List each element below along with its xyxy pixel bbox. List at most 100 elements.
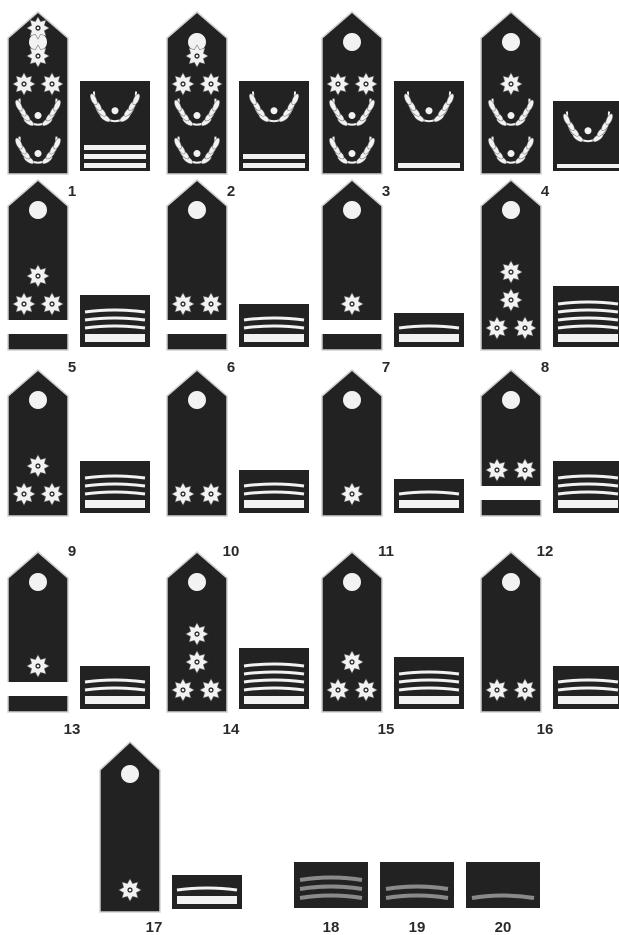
- shoulder-board: [321, 180, 383, 350]
- shoulder-board: [167, 552, 227, 712]
- sleeve-stripe: [84, 145, 146, 150]
- sleeve-stripe: [85, 696, 145, 704]
- sleeve-stripe: [558, 696, 618, 704]
- board-button: [188, 573, 206, 591]
- rank-item: 15: [322, 552, 464, 738]
- shoulder-board: [167, 370, 227, 516]
- sleeve-stripe: [399, 500, 459, 508]
- rank-item: 16: [481, 552, 619, 738]
- sleeve-stripe: [399, 334, 459, 342]
- rank-item: 8: [481, 180, 619, 376]
- board-button: [188, 391, 206, 409]
- sleeve-insignia: [80, 295, 150, 347]
- star-icon: [27, 45, 49, 67]
- sleeve-insignia: [239, 470, 309, 513]
- rank-patch: 19: [380, 862, 454, 935]
- rank-number-label: 16: [537, 721, 554, 738]
- sleeve-insignia: [239, 304, 309, 347]
- board-white-bar: [321, 320, 383, 334]
- sleeve-stripe: [243, 154, 305, 159]
- star-icon: [13, 483, 35, 505]
- rank-item: 7: [321, 180, 464, 376]
- star-icon: [172, 73, 194, 95]
- board-white-bar: [480, 486, 542, 500]
- sleeve-insignia: [80, 81, 150, 171]
- sleeve-stripe: [85, 500, 145, 508]
- board-button: [121, 765, 139, 783]
- star-icon: [327, 679, 349, 701]
- sleeve-stripe: [177, 896, 237, 904]
- board-button: [502, 201, 520, 219]
- sleeve-insignia: [553, 286, 619, 347]
- board-button: [502, 33, 520, 51]
- star-icon: [186, 623, 208, 645]
- star-icon: [27, 655, 49, 677]
- star-icon: [172, 679, 194, 701]
- star-icon: [355, 679, 377, 701]
- rank-number-label: 9: [68, 543, 76, 560]
- board-button: [29, 201, 47, 219]
- star-icon: [200, 73, 222, 95]
- sleeve-insignia: [80, 461, 150, 513]
- star-icon: [172, 293, 194, 315]
- rank-item: 17: [100, 742, 242, 935]
- rank-number-label: 3: [382, 183, 390, 200]
- rank-number-label: 6: [227, 359, 235, 376]
- board-button: [502, 391, 520, 409]
- shoulder-board: [322, 552, 382, 712]
- board-white-bar: [7, 320, 69, 334]
- board-button: [343, 391, 361, 409]
- rank-item: 9: [8, 370, 150, 560]
- rank-item: 11: [322, 370, 464, 560]
- rank-number-label: 13: [64, 721, 81, 738]
- shoulder-board: [8, 370, 68, 516]
- sleeve-stripe: [85, 334, 145, 342]
- sleeve-insignia: [394, 81, 464, 171]
- board-button: [29, 573, 47, 591]
- rank-item: 5: [7, 180, 150, 376]
- sleeve-insignia: [553, 101, 619, 171]
- sleeve-stripe: [557, 164, 619, 168]
- rank-number-label: 10: [223, 543, 240, 560]
- shoulder-board: [481, 552, 541, 712]
- sleeve-stripe: [558, 500, 618, 508]
- sleeve-stripe: [243, 163, 305, 168]
- sleeve-stripe: [244, 696, 304, 704]
- star-icon: [119, 879, 141, 901]
- star-icon: [41, 293, 63, 315]
- rank-number-label: 11: [378, 543, 394, 560]
- rank-item: 3: [322, 12, 464, 200]
- rank-item: 4: [481, 12, 619, 200]
- shoulder-board: [167, 12, 227, 174]
- board-button: [502, 573, 520, 591]
- shoulder-board: [481, 12, 541, 174]
- star-icon: [341, 651, 363, 673]
- sleeve-insignia: [394, 657, 464, 709]
- sleeve-insignia: [239, 648, 309, 709]
- sleeve-stripe: [244, 500, 304, 508]
- rank-item: 13: [7, 552, 150, 738]
- star-icon: [200, 483, 222, 505]
- rank-number-label: 20: [495, 919, 512, 935]
- rank-item: 6: [166, 180, 309, 376]
- shoulder-board: [480, 370, 542, 516]
- rank-number-label: 12: [537, 543, 554, 560]
- star-icon: [500, 73, 522, 95]
- board-button: [343, 573, 361, 591]
- sleeve-insignia: [553, 461, 619, 513]
- sleeve-stripe: [558, 334, 618, 342]
- board-button: [29, 391, 47, 409]
- star-icon: [200, 293, 222, 315]
- star-icon: [486, 317, 508, 339]
- shoulder-board: [166, 180, 228, 350]
- star-icon: [186, 651, 208, 673]
- star-icon: [486, 459, 508, 481]
- rank-number-label: 15: [378, 721, 395, 738]
- star-icon: [486, 679, 508, 701]
- sleeve-stripe: [398, 163, 460, 168]
- shoulder-board: [7, 180, 69, 350]
- sleeve-stripe: [84, 163, 146, 168]
- rank-patch: 20: [466, 862, 540, 935]
- rank-number-label: 2: [227, 183, 235, 200]
